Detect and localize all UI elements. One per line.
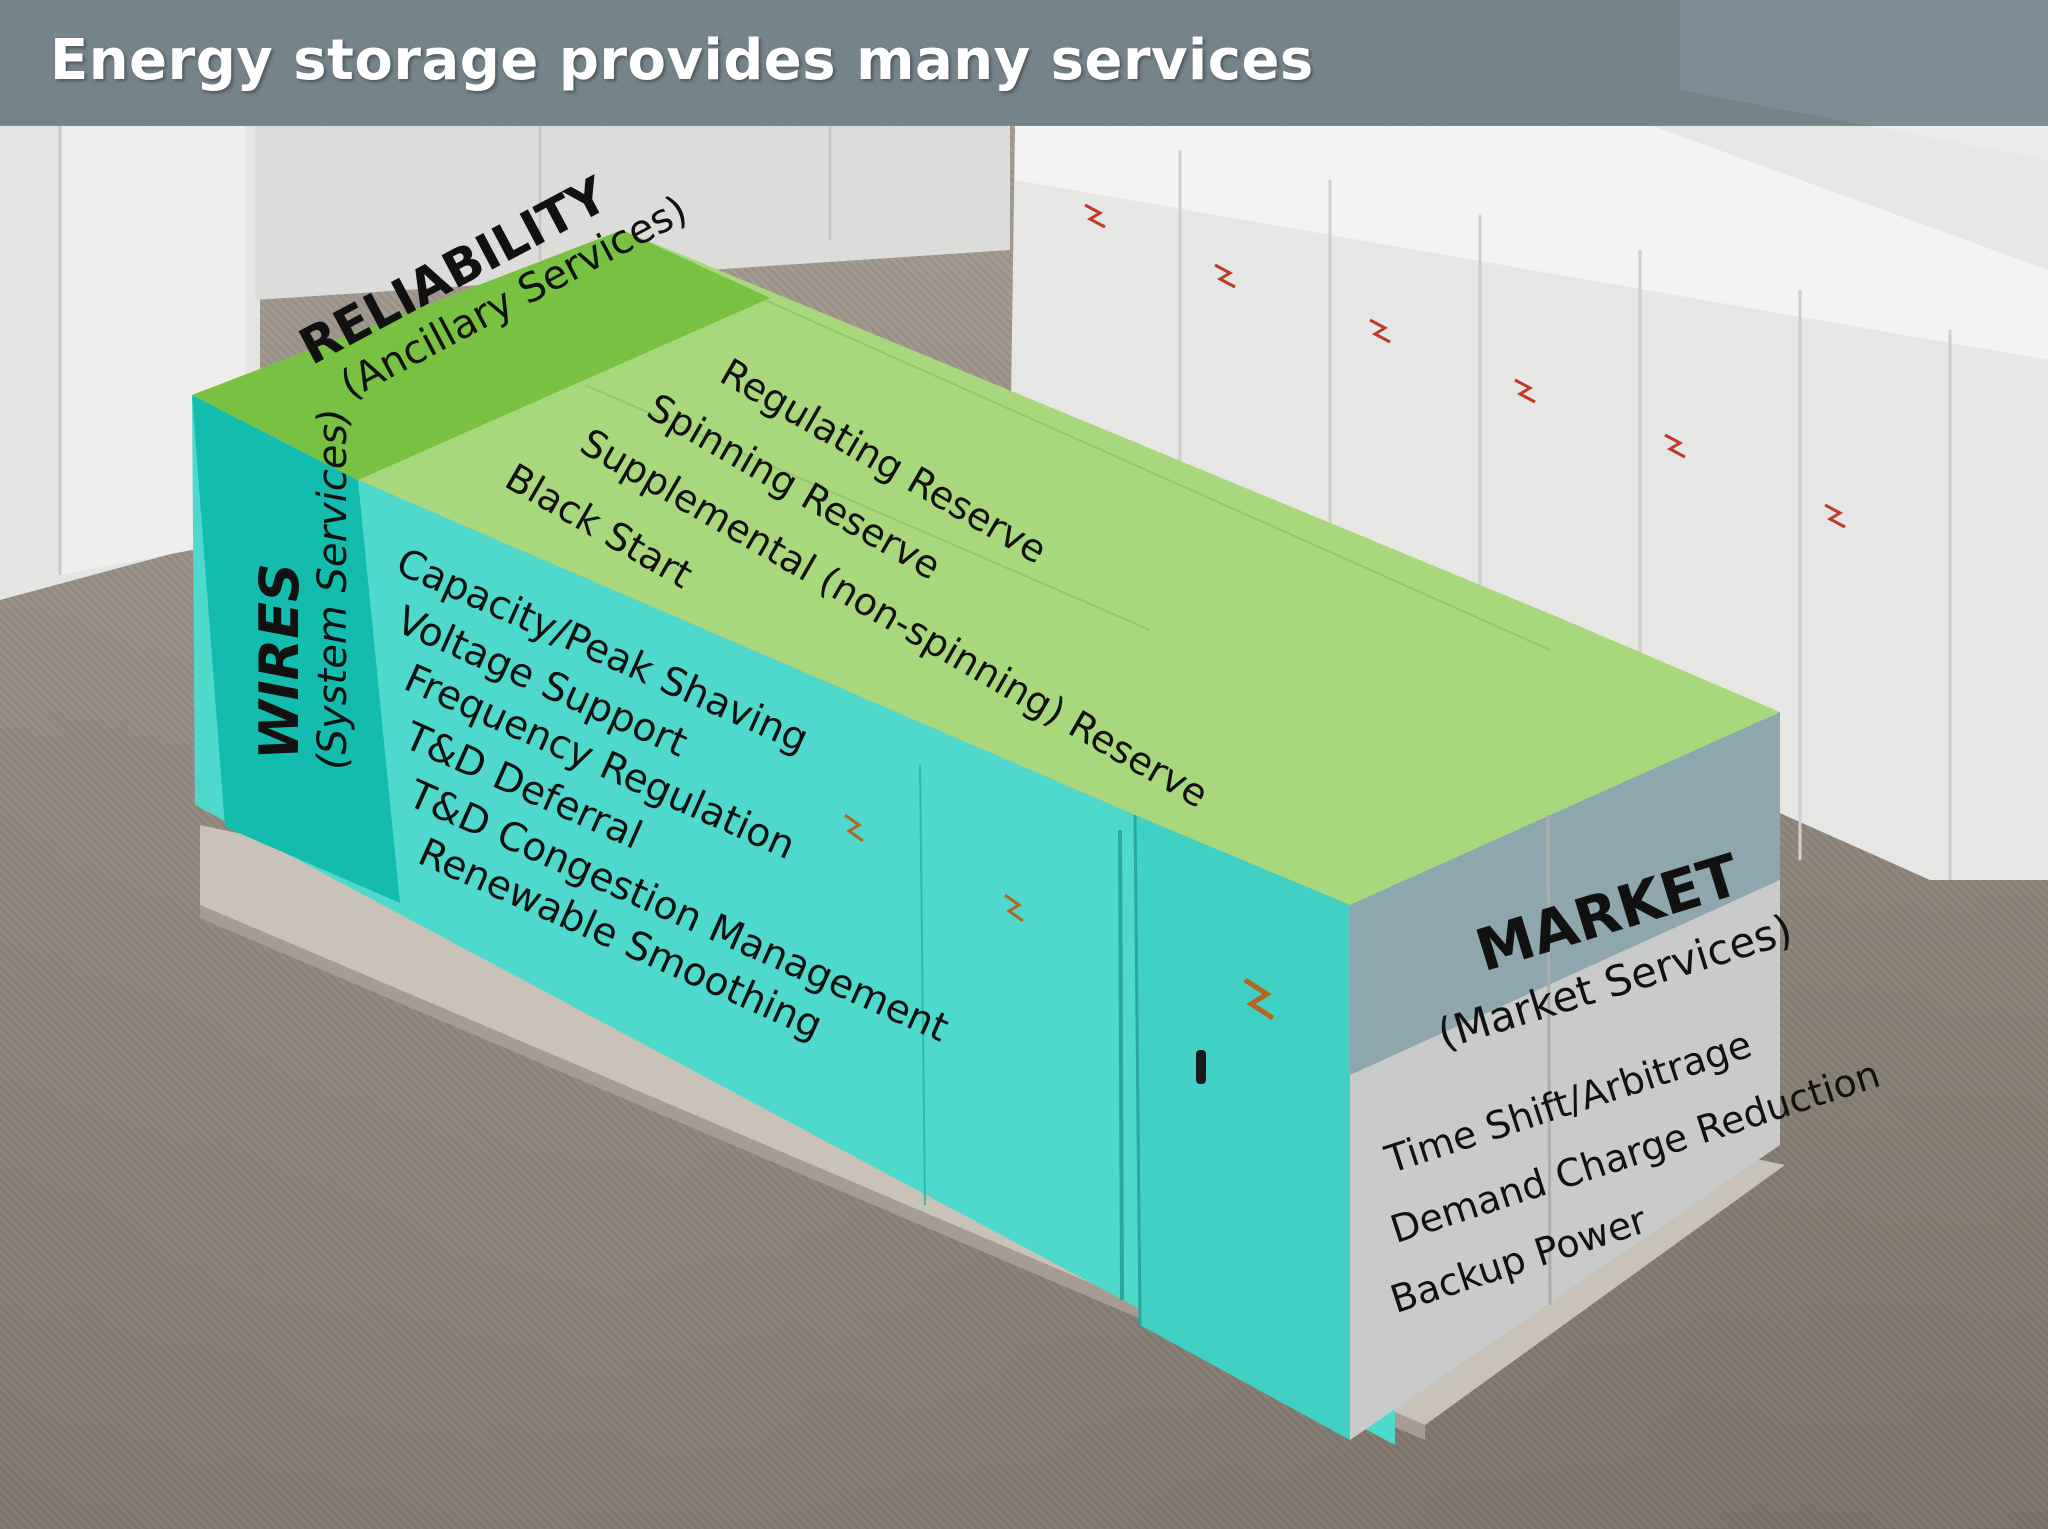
bolt-icon: [1004, 893, 1024, 923]
bolt-icon: [844, 813, 864, 843]
bolt-icon: [1084, 203, 1106, 229]
title-bar: Energy storage provides many services: [0, 0, 2048, 126]
door-handle-icon: [1196, 1050, 1206, 1084]
bolt-icon: [1664, 433, 1686, 459]
wires-title: WIRES: [248, 562, 311, 760]
bolt-icon: [1824, 503, 1846, 529]
wires-face: [192, 395, 1395, 1445]
bolt-icon: [1369, 318, 1391, 344]
page-title: Energy storage provides many services: [50, 28, 1314, 93]
market-face: [1350, 712, 1780, 1440]
bolt-icon: [1243, 977, 1275, 1021]
bolt-icon: [1214, 263, 1236, 289]
reliability-face: [192, 230, 1780, 905]
wires-subtitle: (System Services): [310, 408, 356, 770]
bolt-icon: [1514, 378, 1536, 404]
